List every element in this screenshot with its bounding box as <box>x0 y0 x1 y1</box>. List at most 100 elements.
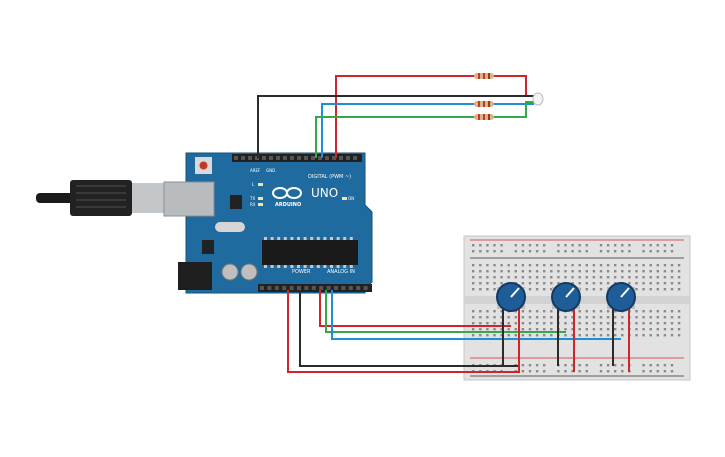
potentiometer-2 <box>551 282 581 312</box>
rail-hole <box>578 250 581 253</box>
terminal-hole <box>514 328 517 331</box>
terminal-hole <box>528 328 532 331</box>
terminal-hole <box>543 282 546 285</box>
terminal-hole <box>557 276 560 279</box>
terminal-hole <box>486 310 489 313</box>
terminal-hole <box>571 282 574 285</box>
header-hole <box>234 156 238 160</box>
terminal-hole <box>521 316 525 319</box>
chip-pin <box>303 237 307 240</box>
terminal-hole <box>500 316 503 319</box>
header-hole <box>297 156 301 160</box>
resistor-2-band-1 <box>478 101 480 107</box>
terminal-hole <box>677 282 681 285</box>
rail-hole <box>521 370 525 373</box>
terminal-hole <box>585 322 588 325</box>
chip-pin <box>270 265 274 268</box>
header-hole <box>319 286 324 290</box>
terminal-hole <box>606 334 610 337</box>
breadboard-holes <box>472 244 681 373</box>
resistor-3-band-2 <box>483 114 485 120</box>
usb-b-port <box>163 181 215 217</box>
terminal-hole <box>550 328 553 331</box>
terminal-hole <box>486 328 489 331</box>
resistor-1-band-1 <box>478 73 480 79</box>
terminal-hole <box>528 264 532 267</box>
terminal-hole <box>500 328 503 331</box>
terminal-hole <box>649 270 652 273</box>
header-hole <box>282 286 287 290</box>
terminal-hole <box>599 264 603 267</box>
terminal-hole <box>642 264 645 267</box>
rail-hole <box>642 250 645 253</box>
terminal-hole <box>656 288 659 291</box>
terminal-hole <box>592 264 596 267</box>
resistor-3-band-3 <box>488 114 490 120</box>
terminal-hole <box>535 316 539 319</box>
terminal-hole <box>635 282 638 285</box>
terminal-hole <box>479 316 482 319</box>
terminal-hole <box>479 334 482 337</box>
terminal-hole <box>670 276 674 279</box>
l-led-label: L <box>252 182 255 187</box>
terminal-hole <box>656 264 659 267</box>
terminal-hole <box>472 282 475 285</box>
terminal-hole <box>649 334 652 337</box>
rail-hole <box>599 250 603 253</box>
terminal-hole <box>486 334 489 337</box>
terminal-hole <box>514 322 517 325</box>
terminal-hole <box>642 316 645 319</box>
terminal-hole <box>649 276 652 279</box>
terminal-hole <box>550 270 553 273</box>
capacitor-1 <box>221 263 239 281</box>
black-led-common-wire <box>257 95 534 158</box>
terminal-hole <box>564 322 567 325</box>
rail-hole <box>543 370 546 373</box>
terminal-hole <box>592 322 596 325</box>
terminal-hole <box>486 264 489 267</box>
terminal-hole <box>557 282 560 285</box>
rail-hole <box>514 250 517 253</box>
chip-pin <box>290 265 294 268</box>
terminal-hole <box>656 310 659 313</box>
rail-hole <box>670 364 674 367</box>
terminal-hole <box>670 288 674 291</box>
arduino-uno-board: AREF GND DIGITAL (PWM ~) ARDUINO UNO ON … <box>163 152 373 294</box>
terminal-hole <box>578 322 581 325</box>
resistors <box>474 73 494 120</box>
rail-hole <box>656 370 659 373</box>
usb-cable-cord <box>36 193 76 203</box>
terminal-hole <box>486 288 489 291</box>
resistor-2 <box>474 101 494 107</box>
chip-pin <box>349 265 353 268</box>
terminal-hole <box>642 270 645 273</box>
terminal-hole <box>621 316 624 319</box>
rail-hole <box>528 364 532 367</box>
terminal-hole <box>528 270 532 273</box>
terminal-hole <box>571 322 574 325</box>
terminal-hole <box>578 328 581 331</box>
chip-pin <box>264 237 267 240</box>
terminal-hole <box>642 322 645 325</box>
terminal-hole <box>614 310 617 313</box>
chip-pin <box>349 237 353 240</box>
terminal-hole <box>543 264 546 267</box>
rail-hole <box>670 250 674 253</box>
terminal-hole <box>670 282 674 285</box>
terminal-hole <box>585 276 588 279</box>
terminal-hole <box>599 316 603 319</box>
chip-pin <box>277 265 281 268</box>
terminal-hole <box>472 328 475 331</box>
terminal-hole <box>550 276 553 279</box>
header-hole <box>356 286 361 290</box>
header-hole <box>304 286 309 290</box>
rail-hole <box>500 250 503 253</box>
header-hole <box>276 156 280 160</box>
rail-hole <box>571 244 574 247</box>
chip-pin <box>290 237 294 240</box>
aref-label: AREF <box>250 168 261 173</box>
chip-pin <box>336 237 340 240</box>
terminal-hole <box>635 328 638 331</box>
terminal-hole <box>649 264 652 267</box>
header-hole <box>248 156 252 160</box>
